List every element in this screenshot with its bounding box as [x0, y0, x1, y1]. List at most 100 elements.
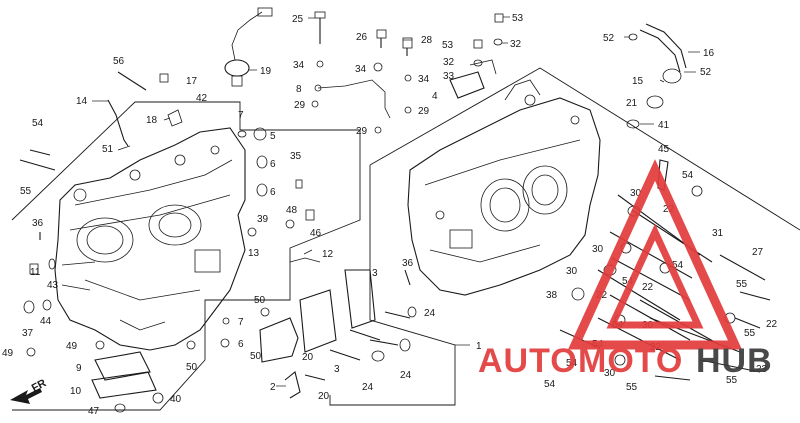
callout-24: 24 [400, 370, 412, 381]
callout-7: 7 [238, 110, 244, 121]
callout-30: 30 [604, 368, 616, 379]
callout-22: 22 [766, 319, 778, 330]
callout-19: 19 [260, 66, 272, 77]
callout-32: 32 [443, 57, 455, 68]
callout-24: 24 [424, 308, 436, 319]
callout-52: 52 [603, 33, 615, 44]
callout-36: 36 [402, 258, 414, 269]
callout-2: 2 [270, 382, 276, 393]
callout-35: 35 [290, 151, 302, 162]
watermark-triangle-logo [567, 159, 743, 350]
callout-13: 13 [248, 248, 260, 259]
callout-26: 26 [356, 32, 368, 43]
callout-6: 6 [270, 159, 276, 170]
right-crankcase-half [407, 79, 601, 296]
callout-29: 29 [418, 106, 430, 117]
callout-46: 46 [310, 228, 322, 239]
callout-30: 30 [566, 266, 578, 277]
callout-40: 40 [170, 394, 182, 405]
callout-47: 47 [88, 406, 100, 417]
callout-34: 34 [355, 64, 367, 75]
callout-37: 37 [22, 328, 34, 339]
callout-52: 52 [700, 67, 712, 78]
callout-50: 50 [250, 351, 262, 362]
callout-22: 22 [642, 282, 654, 293]
callout-39: 39 [257, 214, 269, 225]
watermark-hub: HUB [696, 342, 773, 380]
callout-8: 8 [296, 84, 302, 95]
callout-29: 29 [294, 100, 306, 111]
callout-54: 54 [544, 379, 556, 390]
callout-10: 10 [70, 386, 82, 397]
front-direction-arrow: FR [10, 377, 48, 404]
callout-34: 34 [418, 74, 430, 85]
callout-32: 32 [510, 39, 522, 50]
watermark-moto: MOTO [578, 342, 683, 380]
callout-41: 41 [658, 120, 670, 131]
watermark-auto: AUTO [478, 342, 578, 380]
callout-55: 55 [20, 186, 32, 197]
callout-49: 49 [66, 341, 78, 352]
callout-54: 54 [682, 170, 694, 181]
callout-42: 42 [196, 93, 208, 104]
callout-9: 9 [76, 363, 82, 374]
callout-55: 55 [736, 279, 748, 290]
callout-31: 31 [712, 228, 724, 239]
callout-16: 16 [703, 48, 715, 59]
callout-50: 50 [186, 362, 198, 373]
callout-33: 33 [443, 71, 455, 82]
callout-20: 20 [302, 352, 314, 363]
callout-54: 54 [672, 260, 684, 271]
callout-38: 38 [546, 290, 558, 301]
callout-43: 43 [47, 280, 59, 291]
callout-3: 3 [372, 268, 378, 279]
callout-27: 27 [752, 247, 764, 258]
callout-21: 21 [626, 98, 638, 109]
callout-45: 45 [658, 144, 670, 155]
callout-55: 55 [744, 328, 756, 339]
callout-6: 6 [270, 187, 276, 198]
callout-48: 48 [286, 205, 298, 216]
callout-14: 14 [76, 96, 88, 107]
callout-34: 34 [293, 60, 305, 71]
callout-6: 6 [238, 339, 244, 350]
callout-53: 53 [442, 40, 454, 51]
callout-29: 29 [356, 126, 368, 137]
callout-44: 44 [40, 316, 52, 327]
callout-28: 28 [421, 35, 433, 46]
center-bearing-parts [220, 269, 417, 399]
callout-11: 11 [30, 267, 41, 278]
callout-leaders [92, 16, 700, 387]
assembly-frame [11, 67, 800, 411]
callout-55: 55 [726, 375, 738, 386]
callout-54: 54 [622, 276, 634, 287]
callout-53: 53 [512, 13, 524, 24]
callout-18: 18 [146, 115, 158, 126]
callout-51: 51 [102, 144, 114, 155]
callout-23: 23 [756, 364, 768, 375]
callout-24: 24 [362, 382, 374, 393]
callout-5: 5 [270, 131, 276, 142]
callout-55: 55 [626, 382, 638, 393]
callout-54: 54 [32, 118, 44, 129]
callout-20: 20 [318, 391, 330, 402]
callout-4: 4 [432, 91, 438, 102]
callout-30: 30 [630, 188, 642, 199]
callout-12: 12 [322, 249, 334, 260]
callout-49: 49 [2, 348, 14, 359]
top-small-parts [224, 7, 687, 134]
callout-7: 7 [238, 317, 244, 328]
left-side-small-parts [19, 71, 321, 413]
callout-15: 15 [632, 76, 644, 87]
left-crankcase-half [54, 127, 246, 351]
callout-3: 3 [334, 364, 340, 375]
automotohub-watermark: AUTO MOTO HUB [478, 159, 773, 380]
callout-56: 56 [113, 56, 125, 67]
callout-54: 54 [566, 358, 578, 369]
callout-30: 30 [592, 244, 604, 255]
callout-1: 1 [476, 341, 482, 352]
callout-25: 25 [292, 14, 304, 25]
callout-17: 17 [186, 76, 198, 87]
callout-50: 50 [254, 295, 266, 306]
